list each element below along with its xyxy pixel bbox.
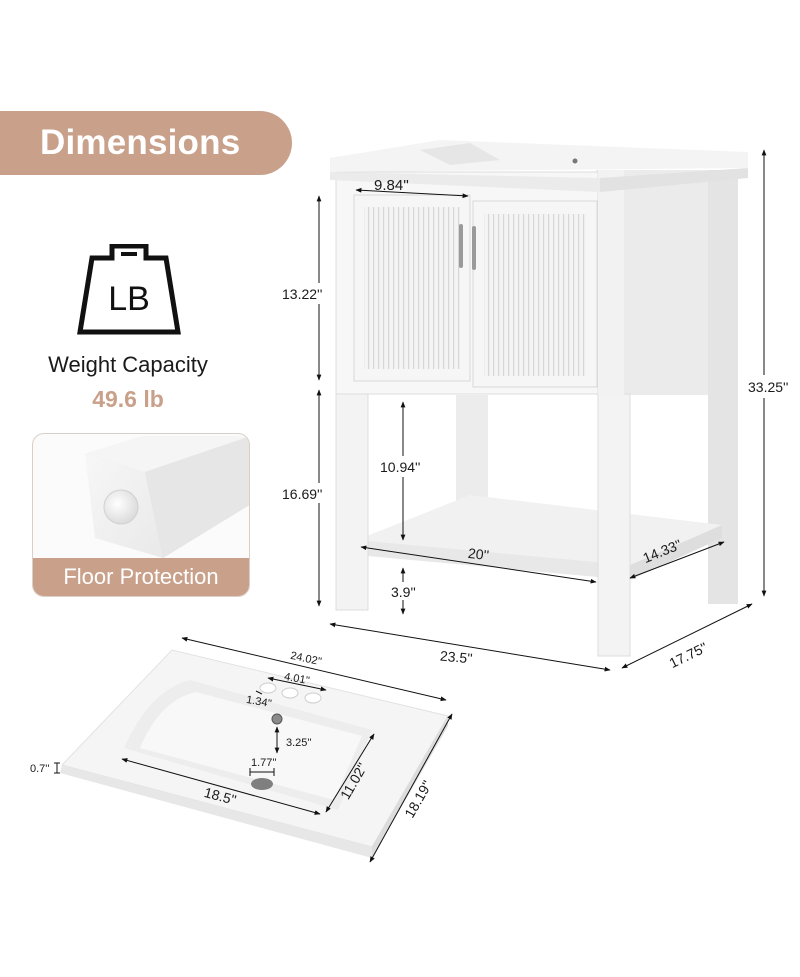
dim-sink-thickness: 0.7'': [30, 763, 50, 775]
floor-protection-banner: Floor Protection: [33, 558, 249, 596]
floor-protection-label: Floor Protection: [63, 564, 219, 589]
dim-cabinet-height: 13.22'': [282, 286, 323, 302]
dimensions-title-banner: Dimensions: [0, 111, 292, 175]
leg-foot-pad-image: [85, 436, 249, 558]
dim-shelf-floor-gap: 3.9'': [391, 584, 416, 600]
floor-protection-card: Floor Protection: [32, 433, 250, 597]
dim-overflow-to-drain: 3.25'': [286, 737, 312, 749]
weight-capacity-label: Weight Capacity: [48, 352, 208, 377]
svg-text:LB: LB: [108, 280, 150, 318]
dim-drain-diameter: 1.77'': [251, 757, 277, 769]
dim-shelf-width: 20'': [467, 544, 490, 564]
weight-capacity-value: 49.6 lb: [92, 386, 164, 412]
weight-lb-icon: LB: [77, 244, 181, 335]
vanity-cabinet: [330, 140, 748, 657]
dim-shelf-clearance: 10.94'': [380, 459, 421, 475]
dim-total-width: 23.5'': [439, 647, 474, 667]
dim-leg-height: 16.69'': [282, 486, 323, 502]
dim-total-height: 33.25'': [748, 379, 789, 395]
page-title: Dimensions: [40, 123, 241, 162]
dim-door-width: 9.84'': [374, 177, 409, 194]
